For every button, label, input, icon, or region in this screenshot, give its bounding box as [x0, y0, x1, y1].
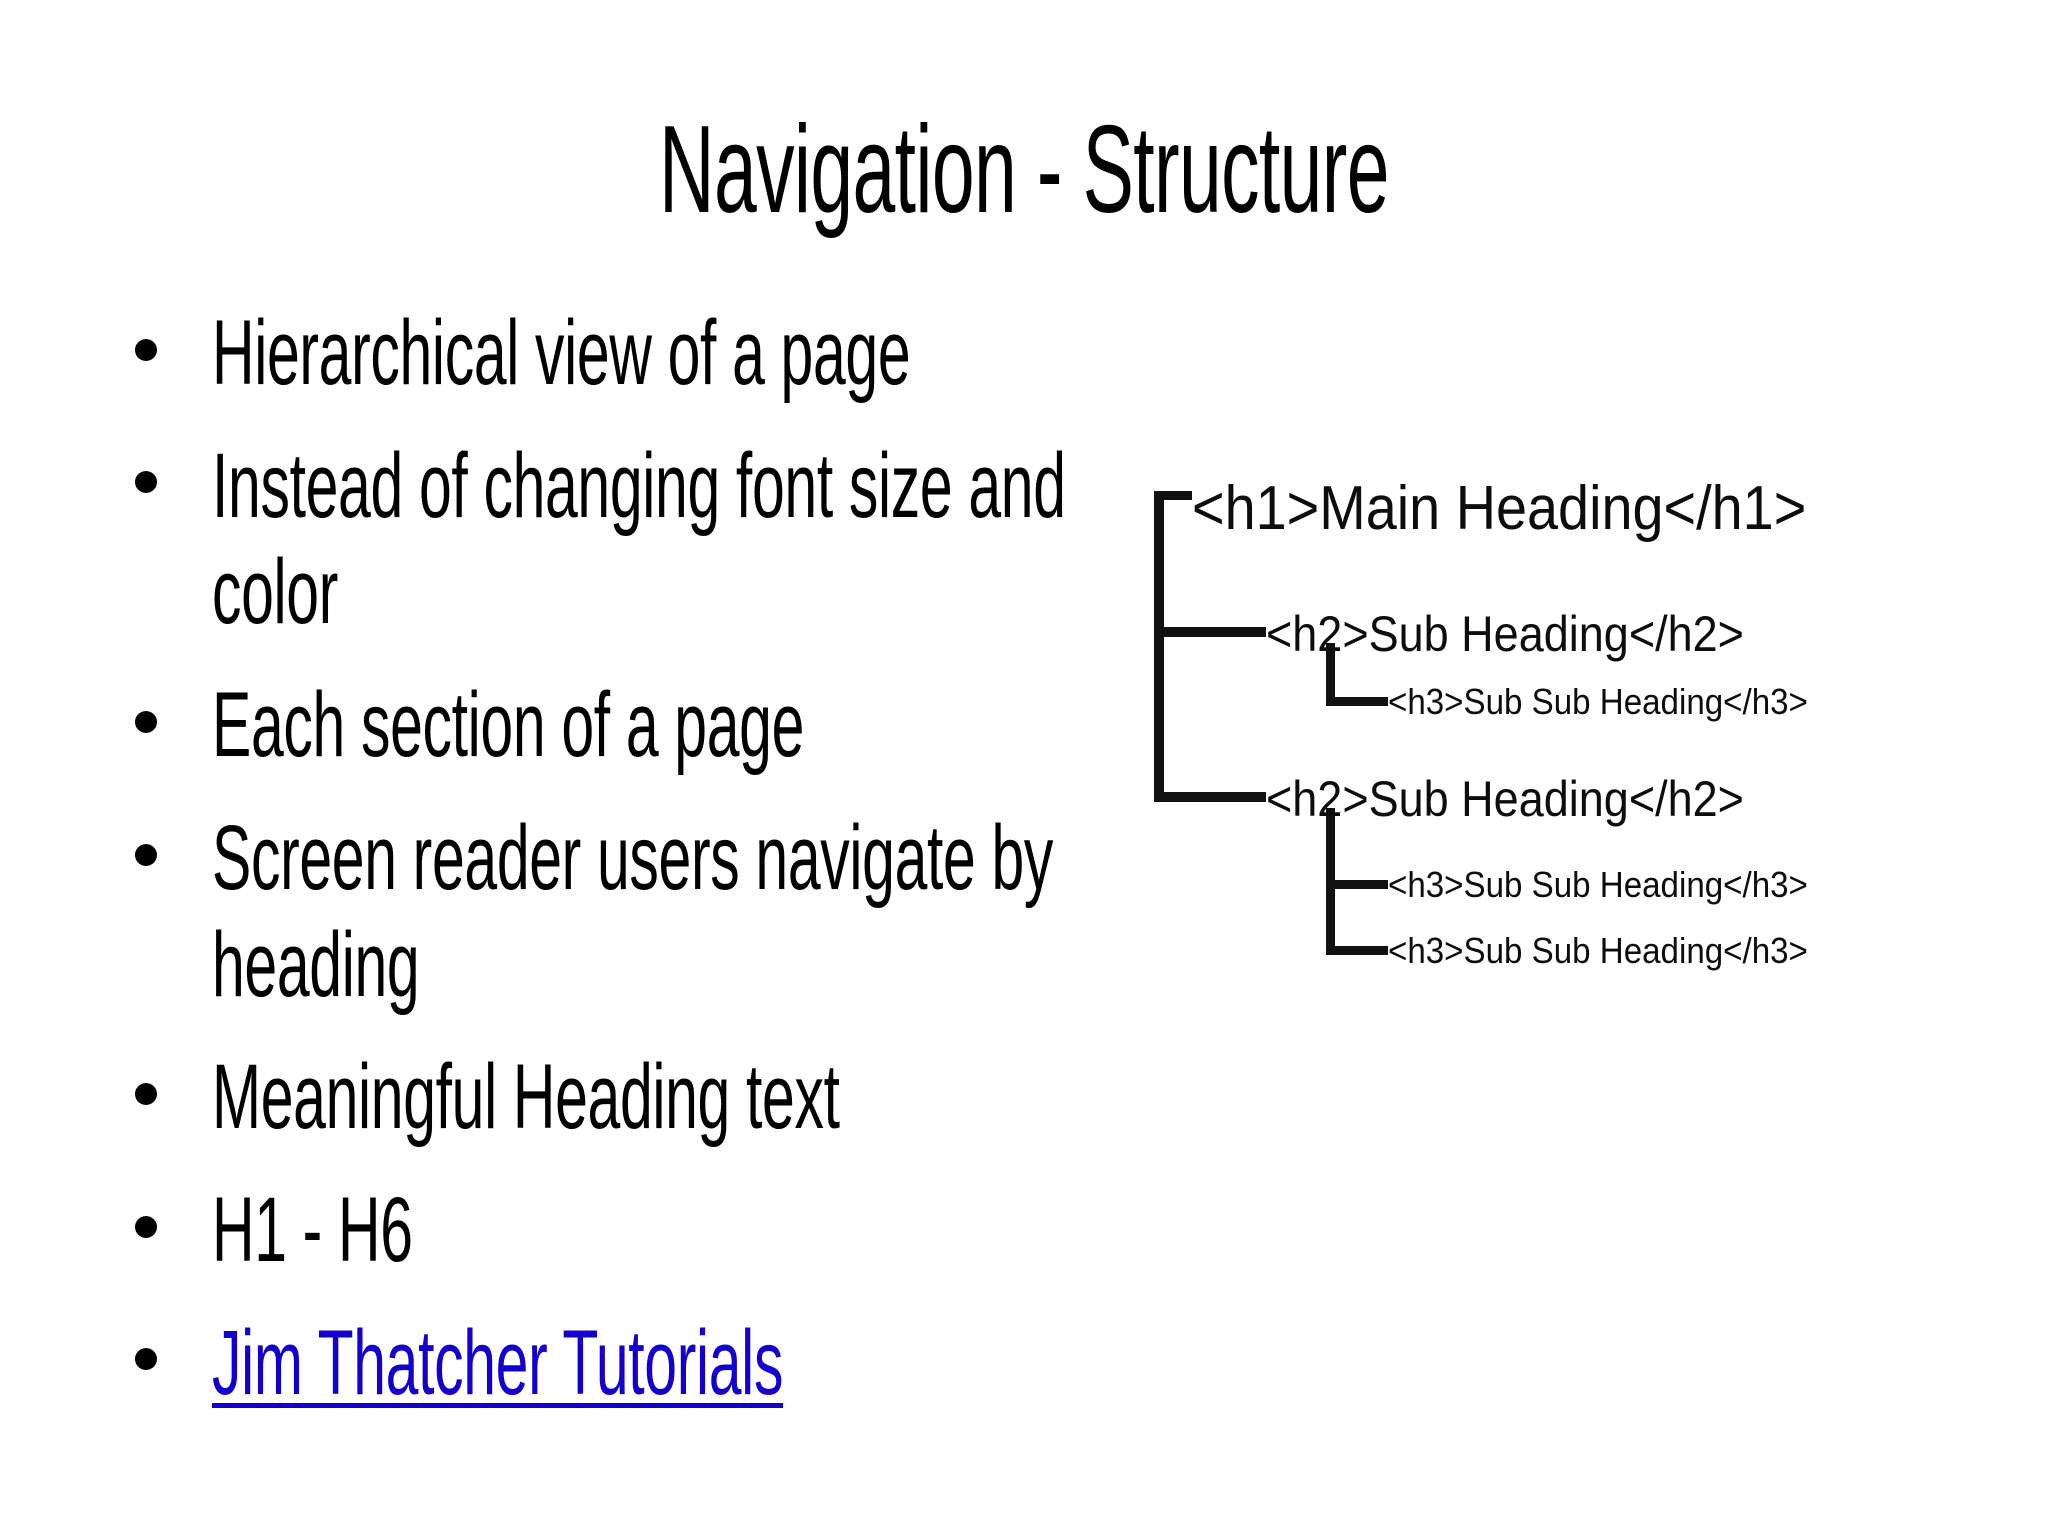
list-item-label: H1 - H6	[212, 1179, 413, 1282]
bullet-dot-icon	[135, 1082, 157, 1105]
tree-connector-h2-second	[1154, 792, 1266, 802]
list-item-label: Hierarchical view of a page	[212, 302, 911, 404]
page-title: Navigation - Structure	[659, 101, 1389, 239]
list-item-label: Instead of changing font size and color	[212, 434, 1066, 644]
heading-hierarchy-diagram: <h1>Main Heading</h1> <h2>Sub Heading</h…	[1140, 455, 2000, 1005]
bullet-dot-icon	[135, 1348, 157, 1371]
tree-node-h3-second: <h3>Sub Sub Heading</h3>	[1388, 864, 1808, 905]
tree-branch-vertical-first-h2	[1326, 643, 1335, 705]
bullet-dot-icon	[135, 471, 157, 494]
bullet-dot-icon	[135, 710, 157, 733]
bullet-list: Hierarchical view of a page Instead of c…	[120, 300, 1140, 1442]
tree-node-h1: <h1>Main Heading</h1>	[1192, 474, 1807, 543]
tree-trunk-vertical	[1154, 491, 1164, 801]
list-item-label: Screen reader users navigate by heading	[212, 806, 1054, 1016]
tree-connector-h3-2	[1326, 880, 1388, 889]
list-item: Hierarchical view of a page	[120, 300, 1140, 407]
tree-node-h3-third: <h3>Sub Sub Heading</h3>	[1388, 930, 1808, 971]
list-item: Meaningful Heading text	[120, 1044, 1140, 1151]
list-item-label: Each section of a page	[212, 674, 804, 777]
bullet-dot-icon	[135, 338, 157, 361]
list-item-label: Meaningful Heading text	[212, 1046, 840, 1149]
tree-connector-h1	[1154, 491, 1192, 500]
tree-node-h2-second: <h2>Sub Heading</h2>	[1266, 771, 1744, 827]
tree-connector-h3-1	[1326, 697, 1388, 706]
list-item: Instead of changing font size and color	[120, 433, 1140, 646]
list-item: Each section of a page	[120, 672, 1140, 779]
list-item: H1 - H6	[120, 1177, 1140, 1284]
tree-node-h3-first: <h3>Sub Sub Heading</h3>	[1388, 681, 1808, 722]
list-item: Screen reader users navigate by heading	[120, 805, 1140, 1018]
tree-node-h2-first: <h2>Sub Heading</h2>	[1266, 606, 1744, 662]
jim-thatcher-tutorials-link[interactable]: Jim Thatcher Tutorials	[212, 1311, 784, 1414]
bullet-dot-icon	[135, 843, 157, 866]
bullet-dot-icon	[135, 1215, 157, 1238]
tree-connector-h2-first	[1154, 627, 1266, 637]
tree-connector-h3-3	[1326, 946, 1388, 955]
list-item-link[interactable]: Jim Thatcher Tutorials	[120, 1310, 1140, 1417]
